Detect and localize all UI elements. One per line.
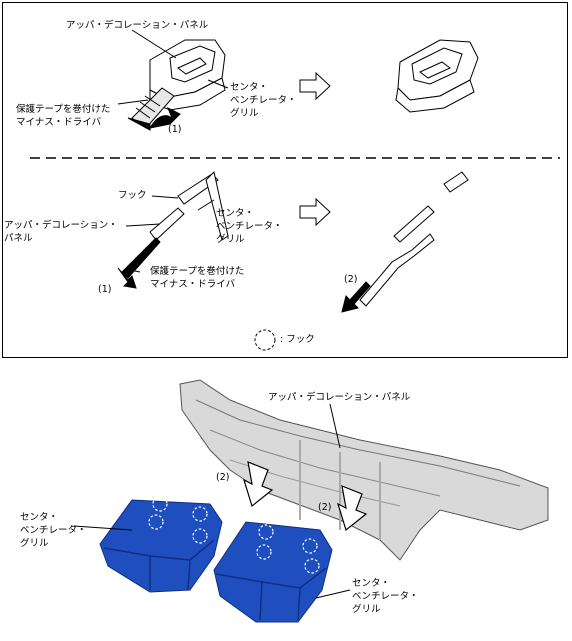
- upper-panel-label: アッパ・デコレーション・パネル: [66, 20, 209, 31]
- grille-label-2c: グリル: [216, 234, 245, 245]
- upper-panel-label-2b: パネル: [4, 233, 33, 244]
- driver-label-line1: 保護テープを巻付けた: [16, 104, 111, 115]
- step2-after-drawing: [341, 171, 469, 313]
- step2-marker-2: (2): [344, 274, 358, 285]
- bottom-upper-panel-label: アッパ・デコレーション・パネル: [268, 392, 411, 403]
- step2-section-drawing: [117, 170, 229, 289]
- grille-label-2b: ベンチレータ・: [216, 221, 283, 232]
- grille-label-line1: センタ・: [230, 82, 269, 93]
- right-grille-label-1: センタ・: [352, 578, 391, 589]
- right-grille-part: [213, 521, 351, 623]
- next-arrow-icon-2: [299, 197, 331, 227]
- grille-label-line3: グリル: [230, 108, 259, 119]
- procedure-panel: [2, 2, 568, 358]
- step1-marker: (1): [168, 124, 182, 135]
- right-grille-label-2: ベンチレータ・: [352, 591, 419, 602]
- hook-legend-text: : フック: [280, 334, 315, 345]
- hook-label: フック: [118, 190, 147, 201]
- driver-label-2a: 保護テープを巻付けた: [150, 266, 245, 277]
- left-grille-part: [73, 496, 223, 593]
- right-grille-label-3: グリル: [352, 604, 381, 615]
- next-arrow-icon: [299, 71, 331, 101]
- grille-label-2a: センタ・: [216, 208, 255, 219]
- step1-before-drawing: [117, 29, 229, 131]
- left-grille-label-3: グリル: [20, 538, 49, 549]
- driver-label-line2: マイナス・ドライバ: [16, 117, 102, 128]
- bottom-marker-left: (2): [216, 472, 230, 483]
- step2-marker-1: (1): [98, 284, 112, 295]
- left-grille-label-2: ベンチレータ・: [20, 525, 87, 536]
- grille-label-line2: ベンチレータ・: [230, 95, 297, 106]
- dashboard-illustration: [179, 379, 549, 561]
- hook-legend-icon: [254, 329, 276, 351]
- upper-panel-label-2a: アッパ・デコレーション・: [4, 220, 118, 231]
- driver-label-2b: マイナス・ドライバ: [150, 279, 236, 290]
- step1-after-drawing: [395, 39, 479, 113]
- bottom-marker-right: (2): [318, 502, 332, 513]
- left-grille-label-1: センタ・: [20, 512, 59, 523]
